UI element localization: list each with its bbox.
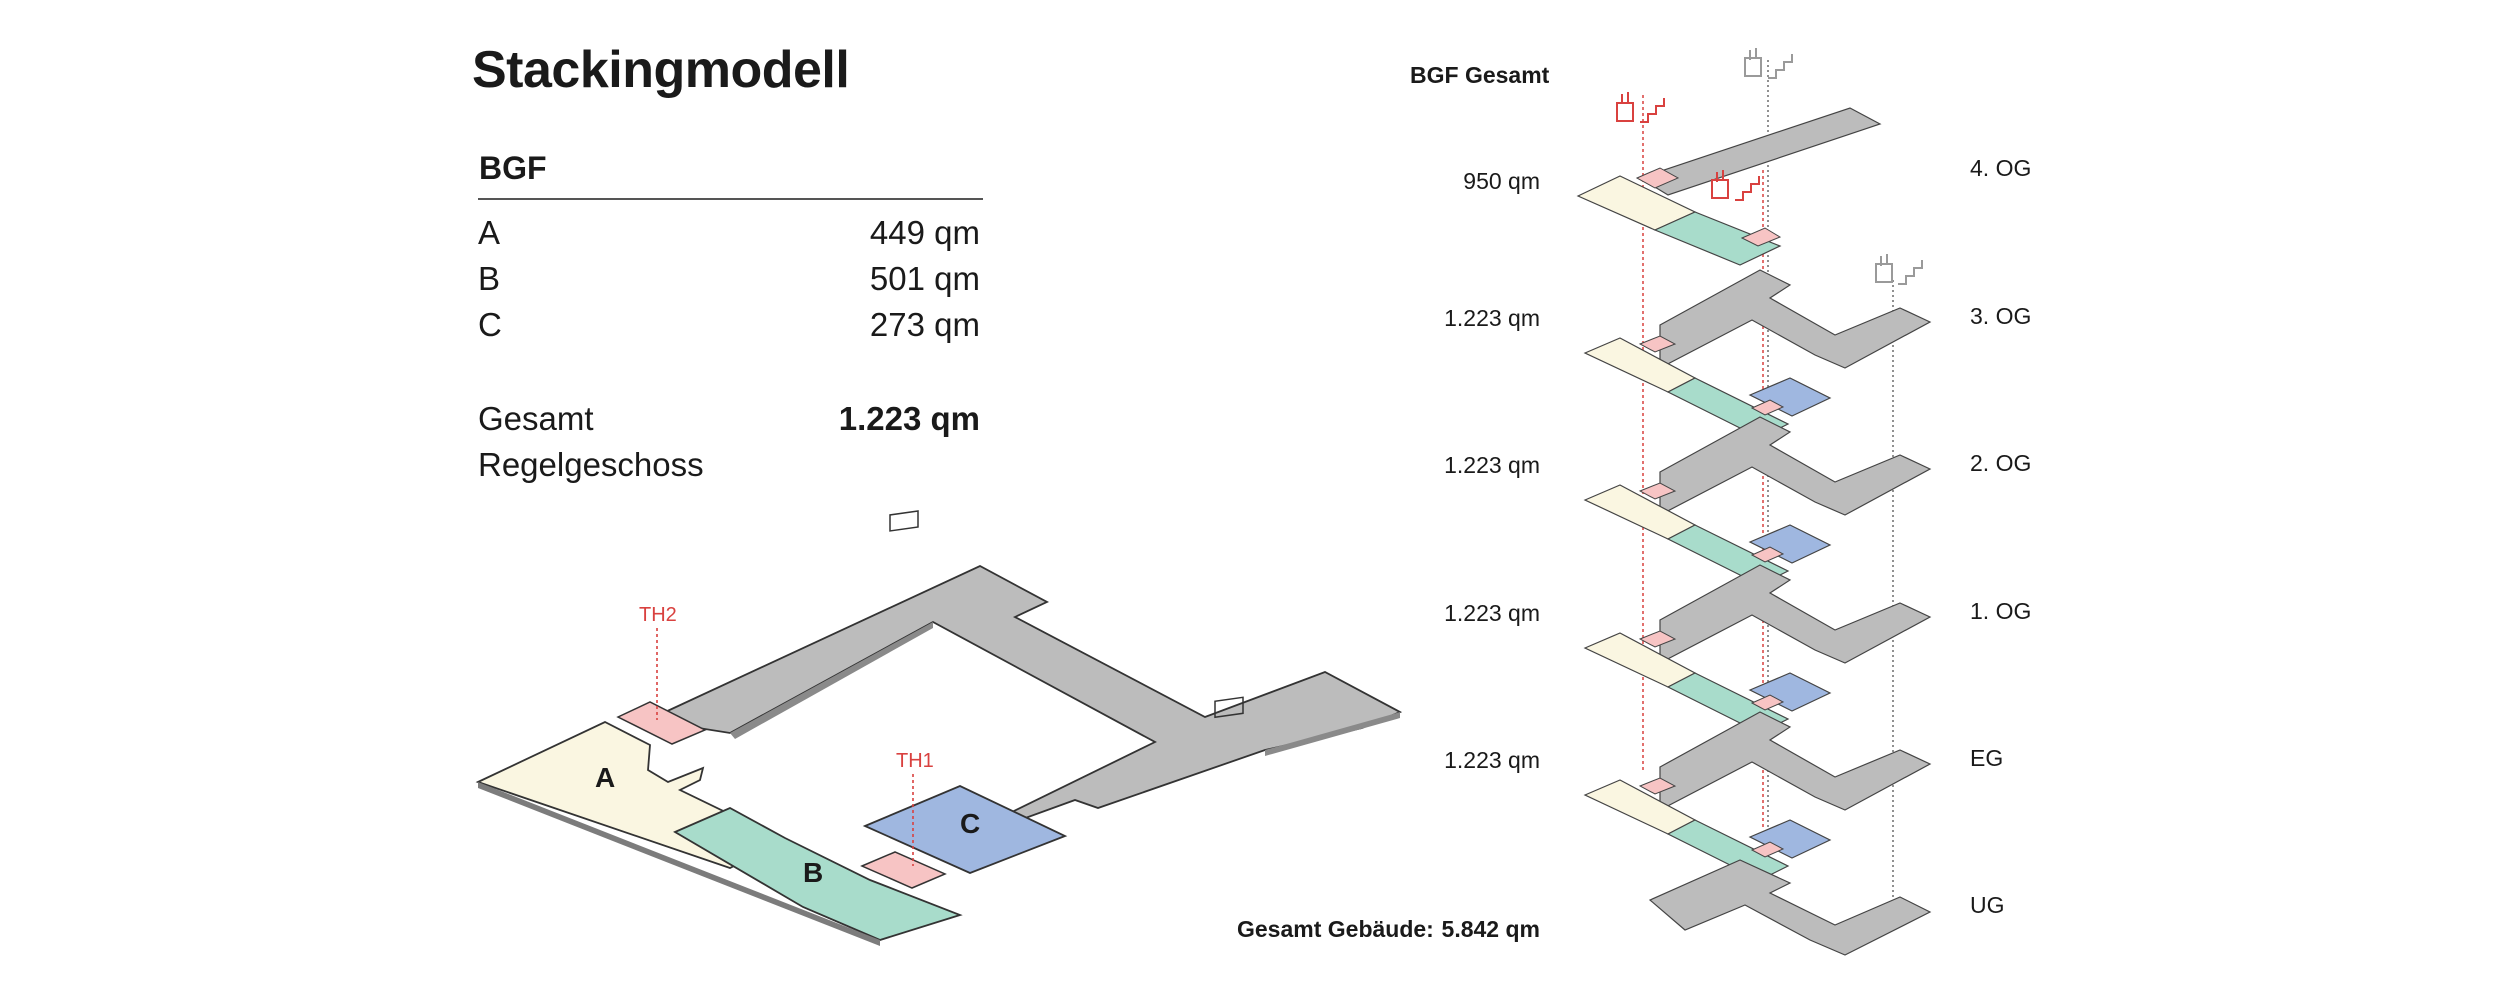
stair-elevator-icon-red-th2 [1616, 92, 1665, 123]
floor-area-eg: 1.223 qm [1444, 747, 1540, 773]
zone-c-label: C [960, 808, 981, 839]
row-c-value: 273 qm [869, 306, 980, 343]
total-label-regelgeschoss: Regelgeschoss [478, 446, 704, 483]
floor-label-2og: 2. OG [1970, 450, 2032, 476]
floor-area-4og: 950 qm [1463, 168, 1540, 194]
floor-area-1og: 1.223 qm [1444, 600, 1540, 626]
floor-area-3og: 1.223 qm [1444, 305, 1540, 331]
total-value: 1.223 qm [838, 400, 980, 437]
total-label-gesamt: Gesamt [478, 400, 594, 437]
floor-slab-ug [1648, 859, 1932, 956]
stair-elevator-icon-grey-top [1744, 48, 1793, 79]
stack-header: BGF Gesamt [1410, 62, 1550, 88]
zone-a-label: A [595, 762, 616, 793]
stair-core-th2 [616, 701, 707, 745]
building-total-label: Gesamt Gebäude: [1237, 916, 1434, 942]
bgf-table-heading: BGF [479, 150, 547, 186]
row-a-value: 449 qm [869, 214, 980, 251]
stair-label-th2: TH2 [639, 604, 677, 626]
building-total-value: 5.842 qm [1441, 916, 1540, 942]
floor-label-ug: UG [1970, 892, 2005, 918]
floor-slab-eg [1584, 711, 1931, 881]
stair-core-th1 [860, 851, 947, 889]
zone-c [862, 785, 1068, 874]
zone-b-label: B [803, 857, 824, 888]
row-a-label: A [478, 214, 501, 251]
row-b-label: B [478, 260, 501, 297]
floor-slab-2og [1584, 416, 1931, 586]
page-title: Stackingmodell [472, 41, 850, 99]
stair-elevator-icon-red-th1 [1711, 170, 1760, 201]
floor-slab-1og [1584, 564, 1931, 734]
floor-label-3og: 3. OG [1970, 303, 2032, 329]
floor-plan-isometric [475, 510, 1403, 946]
row-c-label: C [478, 306, 502, 343]
table-divider [478, 198, 983, 200]
row-b-value: 501 qm [869, 260, 980, 297]
zone-b [673, 806, 963, 941]
grey-building-wing [644, 564, 1403, 822]
floor-label-1og: 1. OG [1970, 598, 2032, 624]
floor-area-2og: 1.223 qm [1444, 452, 1540, 478]
stair-elevator-icon-grey-right [1875, 254, 1923, 285]
stair-label-th1: TH1 [896, 750, 934, 772]
floor-slab-3og [1584, 269, 1931, 439]
floor-label-4og: 4. OG [1970, 155, 2032, 181]
floor-label-eg: EG [1970, 745, 2004, 771]
floor-slab-4og [1576, 107, 1882, 266]
stacking-diagram [1576, 48, 1932, 956]
